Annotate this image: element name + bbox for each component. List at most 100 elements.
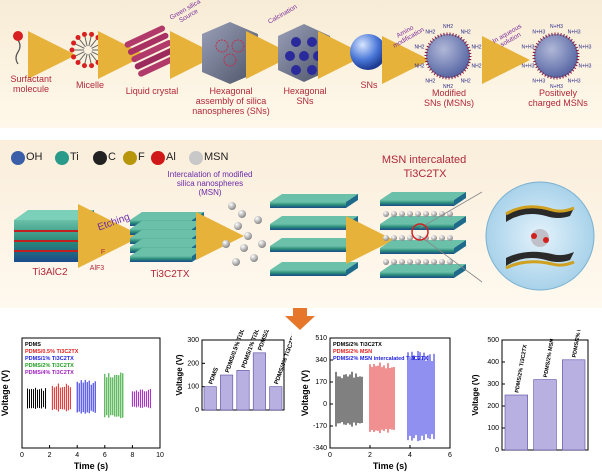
tick-label: 0 bbox=[323, 401, 327, 408]
x-axis-label: Time (s) bbox=[373, 461, 407, 471]
nh2-text: NH2 bbox=[443, 24, 453, 30]
bar bbox=[237, 370, 249, 410]
nh3-text: N+H3 bbox=[532, 30, 545, 36]
legend-entry: PDMS/0.5% Ti3C2TX bbox=[25, 349, 79, 355]
tick-label: 6 bbox=[103, 452, 107, 459]
y-axis-label: Voltage (V) bbox=[0, 370, 10, 416]
surfactant-molecule-icon bbox=[13, 31, 23, 64]
hexagonal-sns-label: Hexagonal SNs bbox=[280, 86, 330, 106]
category-label: PDMS/2% MSN bbox=[543, 338, 556, 378]
nh2-text: NH2 bbox=[425, 78, 435, 84]
separator bbox=[0, 128, 602, 140]
intercalation-panel: OHTiCFAlMSN Intercalation of modified si… bbox=[0, 140, 602, 308]
tick-label: 0 bbox=[328, 452, 332, 459]
nh2-text: NH2 bbox=[461, 30, 471, 36]
category-label: PDMS/2% Ti3C2TX bbox=[258, 330, 282, 352]
tick-label: 510 bbox=[315, 335, 327, 342]
tick-label: -170 bbox=[313, 423, 327, 430]
tick-label: 2 bbox=[48, 452, 52, 459]
surfactant-label: Surfactant molecule bbox=[2, 74, 60, 94]
nh2-text: NH2 bbox=[414, 63, 424, 69]
nh3-text: N+H3 bbox=[521, 45, 534, 51]
nh2-text: NH2 bbox=[472, 63, 482, 69]
tick-label: -340 bbox=[313, 445, 327, 452]
tick-label: 200 bbox=[487, 403, 499, 410]
charts-row: 0246810Time (s)Voltage (V)PDMSPDMS/0.5% … bbox=[0, 330, 602, 473]
tick-label: 2 bbox=[368, 452, 372, 459]
f-label: F bbox=[98, 248, 108, 258]
nh3-text: N+H3 bbox=[568, 78, 581, 84]
chart-voltage-bar-1: 0100200300Voltage (V)PDMSPDMS/0.5% Ti3C2… bbox=[172, 330, 292, 473]
bar bbox=[204, 387, 216, 410]
legend-entry: PDMS/4% Ti3C2TX bbox=[25, 370, 74, 376]
bar bbox=[505, 395, 528, 450]
bar bbox=[253, 353, 265, 410]
msn-particles bbox=[222, 202, 266, 266]
sns-sphere-icon bbox=[350, 34, 386, 70]
nh2-text: NH2 bbox=[472, 45, 482, 51]
category-label: PDMS/2% MSN intercalated Ti3C2TX bbox=[572, 330, 594, 358]
ti3alc2-label: Ti3AlC2 bbox=[20, 268, 80, 278]
chart-voltage-time-1: 0 2 4 6 8 10Time (s) Voltage (V) PDMSPDMS/0.5% … bbox=[0, 330, 170, 473]
nh3-text: N+H3 bbox=[532, 78, 545, 84]
x-axis-label: Time (s) bbox=[74, 461, 108, 471]
hexagonal-assembly-icon bbox=[202, 22, 258, 84]
bar bbox=[534, 380, 557, 450]
chart-voltage-time-2: 0 2 4 6 510 340 170 0 -170 -340Time (s) Voltage (V… bbox=[300, 330, 460, 473]
sns-label: SNs bbox=[352, 80, 386, 90]
hexagonal-sns-icon bbox=[278, 24, 330, 82]
tick-label: 10 bbox=[156, 452, 164, 459]
nh3-text: N+H3 bbox=[550, 24, 563, 30]
legend-entry: PDMS/2% MSN bbox=[333, 349, 372, 355]
tick-label: 300 bbox=[187, 337, 199, 344]
nh3-text: N+H3 bbox=[521, 63, 534, 69]
legend-label: Al bbox=[166, 152, 196, 162]
ti3c2tx-label: Ti3C2TX bbox=[140, 270, 200, 280]
y-axis-label: Voltage (V) bbox=[175, 354, 184, 396]
legend-label: OH bbox=[26, 152, 56, 162]
legend-label: MSN bbox=[204, 152, 234, 162]
tick-label: 170 bbox=[315, 379, 327, 386]
tick-label: 300 bbox=[487, 381, 499, 388]
y-axis-label: Voltage (V) bbox=[471, 374, 480, 416]
positively-charged-label: Positively charged MSNs bbox=[518, 88, 598, 108]
category-label: PDMS bbox=[208, 367, 220, 385]
tick-label: 8 bbox=[130, 452, 134, 459]
tick-label: 0 bbox=[20, 452, 24, 459]
legend-label: C bbox=[108, 152, 138, 162]
micelle-icon bbox=[70, 32, 107, 68]
nh3-text: N+H3 bbox=[579, 45, 592, 51]
hexagonal-assembly-label: Hexagonal assembly of silica nanospheres… bbox=[184, 86, 278, 116]
bar bbox=[562, 360, 585, 450]
nh3-text: N+H3 bbox=[568, 30, 581, 36]
modified-sns-label: Modified SNs (MSNs) bbox=[414, 88, 484, 108]
nh3-text: N+H3 bbox=[579, 63, 592, 69]
legend-entry: PDMS/1% Ti3C2TX bbox=[25, 356, 74, 362]
intercalation-label: Intercalation of modified silica nanosph… bbox=[150, 170, 270, 197]
legend-entry: PDMS/2% MSN intercalated Ti3C2TX bbox=[333, 356, 428, 362]
tick-label: 4 bbox=[408, 452, 412, 459]
micelle-label: Micelle bbox=[68, 80, 112, 90]
synthesis-panel: NH2NH2NH2NH2NH2NH2NH2NH2NH2NH2 N+H3N+H3N… bbox=[0, 0, 602, 128]
tick-label: 400 bbox=[487, 359, 499, 366]
category-label: PDMS/4% Ti3C2TX bbox=[274, 333, 292, 385]
tick-label: 100 bbox=[487, 425, 499, 432]
liquid-crystal-label: Liquid crystal bbox=[118, 86, 186, 96]
tick-label: 4 bbox=[75, 452, 79, 459]
legend-entry: PDMS/2% Ti3C2TX bbox=[25, 363, 74, 369]
alf3-label: AlF3 bbox=[82, 264, 112, 274]
tick-label: 6 bbox=[448, 452, 452, 459]
tick-label: 0 bbox=[195, 407, 199, 414]
legend-entry: PDMS/2% Ti3C2TX bbox=[333, 342, 382, 348]
msn-intercalated-label: MSN intercalated bbox=[374, 154, 474, 166]
tick-label: 100 bbox=[187, 384, 199, 391]
legend-entry: PDMS bbox=[25, 342, 41, 348]
modified-sns-icon bbox=[426, 34, 470, 78]
nh2-text: NH2 bbox=[414, 45, 424, 51]
bar bbox=[270, 387, 282, 410]
y-axis-label: Voltage (V) bbox=[300, 370, 310, 416]
tick-label: 340 bbox=[315, 357, 327, 364]
down-arrow-icon bbox=[285, 308, 315, 330]
tick-label: 200 bbox=[187, 360, 199, 367]
nh2-text: NH2 bbox=[461, 78, 471, 84]
